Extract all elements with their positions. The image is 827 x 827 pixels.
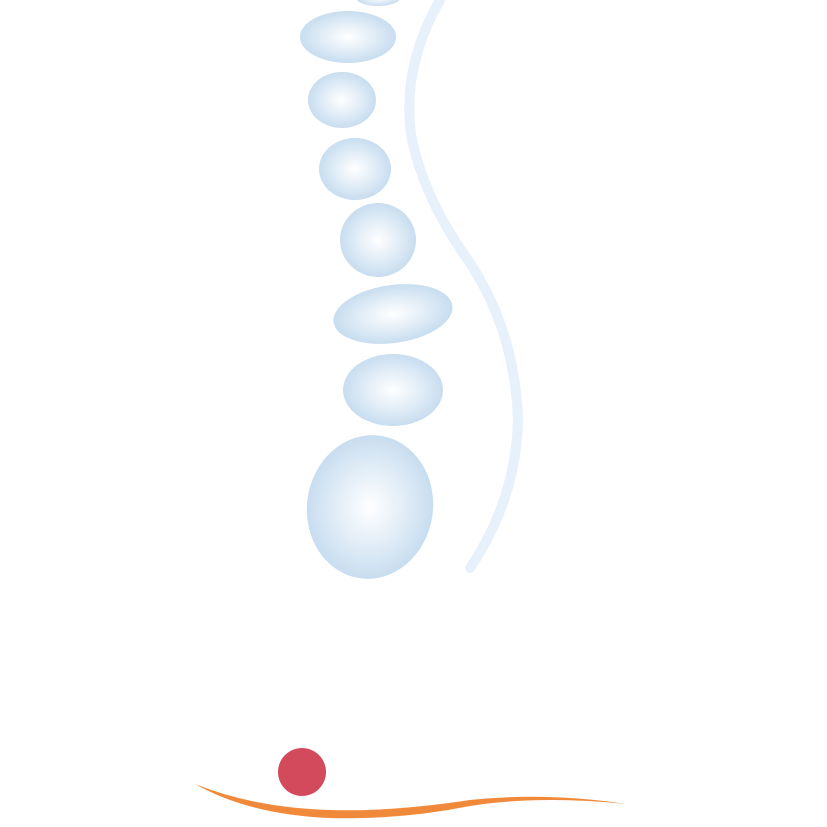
spine-curve bbox=[404, 0, 524, 573]
vertebra-3 bbox=[308, 72, 376, 128]
vertebra-8 bbox=[306, 435, 434, 579]
vertebra-4 bbox=[319, 138, 391, 200]
orange-swoosh bbox=[195, 784, 626, 819]
vertebra-6 bbox=[333, 284, 453, 344]
vertebra-1 bbox=[356, 0, 400, 6]
red-dot bbox=[278, 748, 326, 796]
vertebrae bbox=[300, 0, 453, 579]
vertebra-7 bbox=[343, 354, 443, 426]
vertebra-5 bbox=[340, 203, 416, 277]
vertebra-2 bbox=[300, 11, 396, 63]
